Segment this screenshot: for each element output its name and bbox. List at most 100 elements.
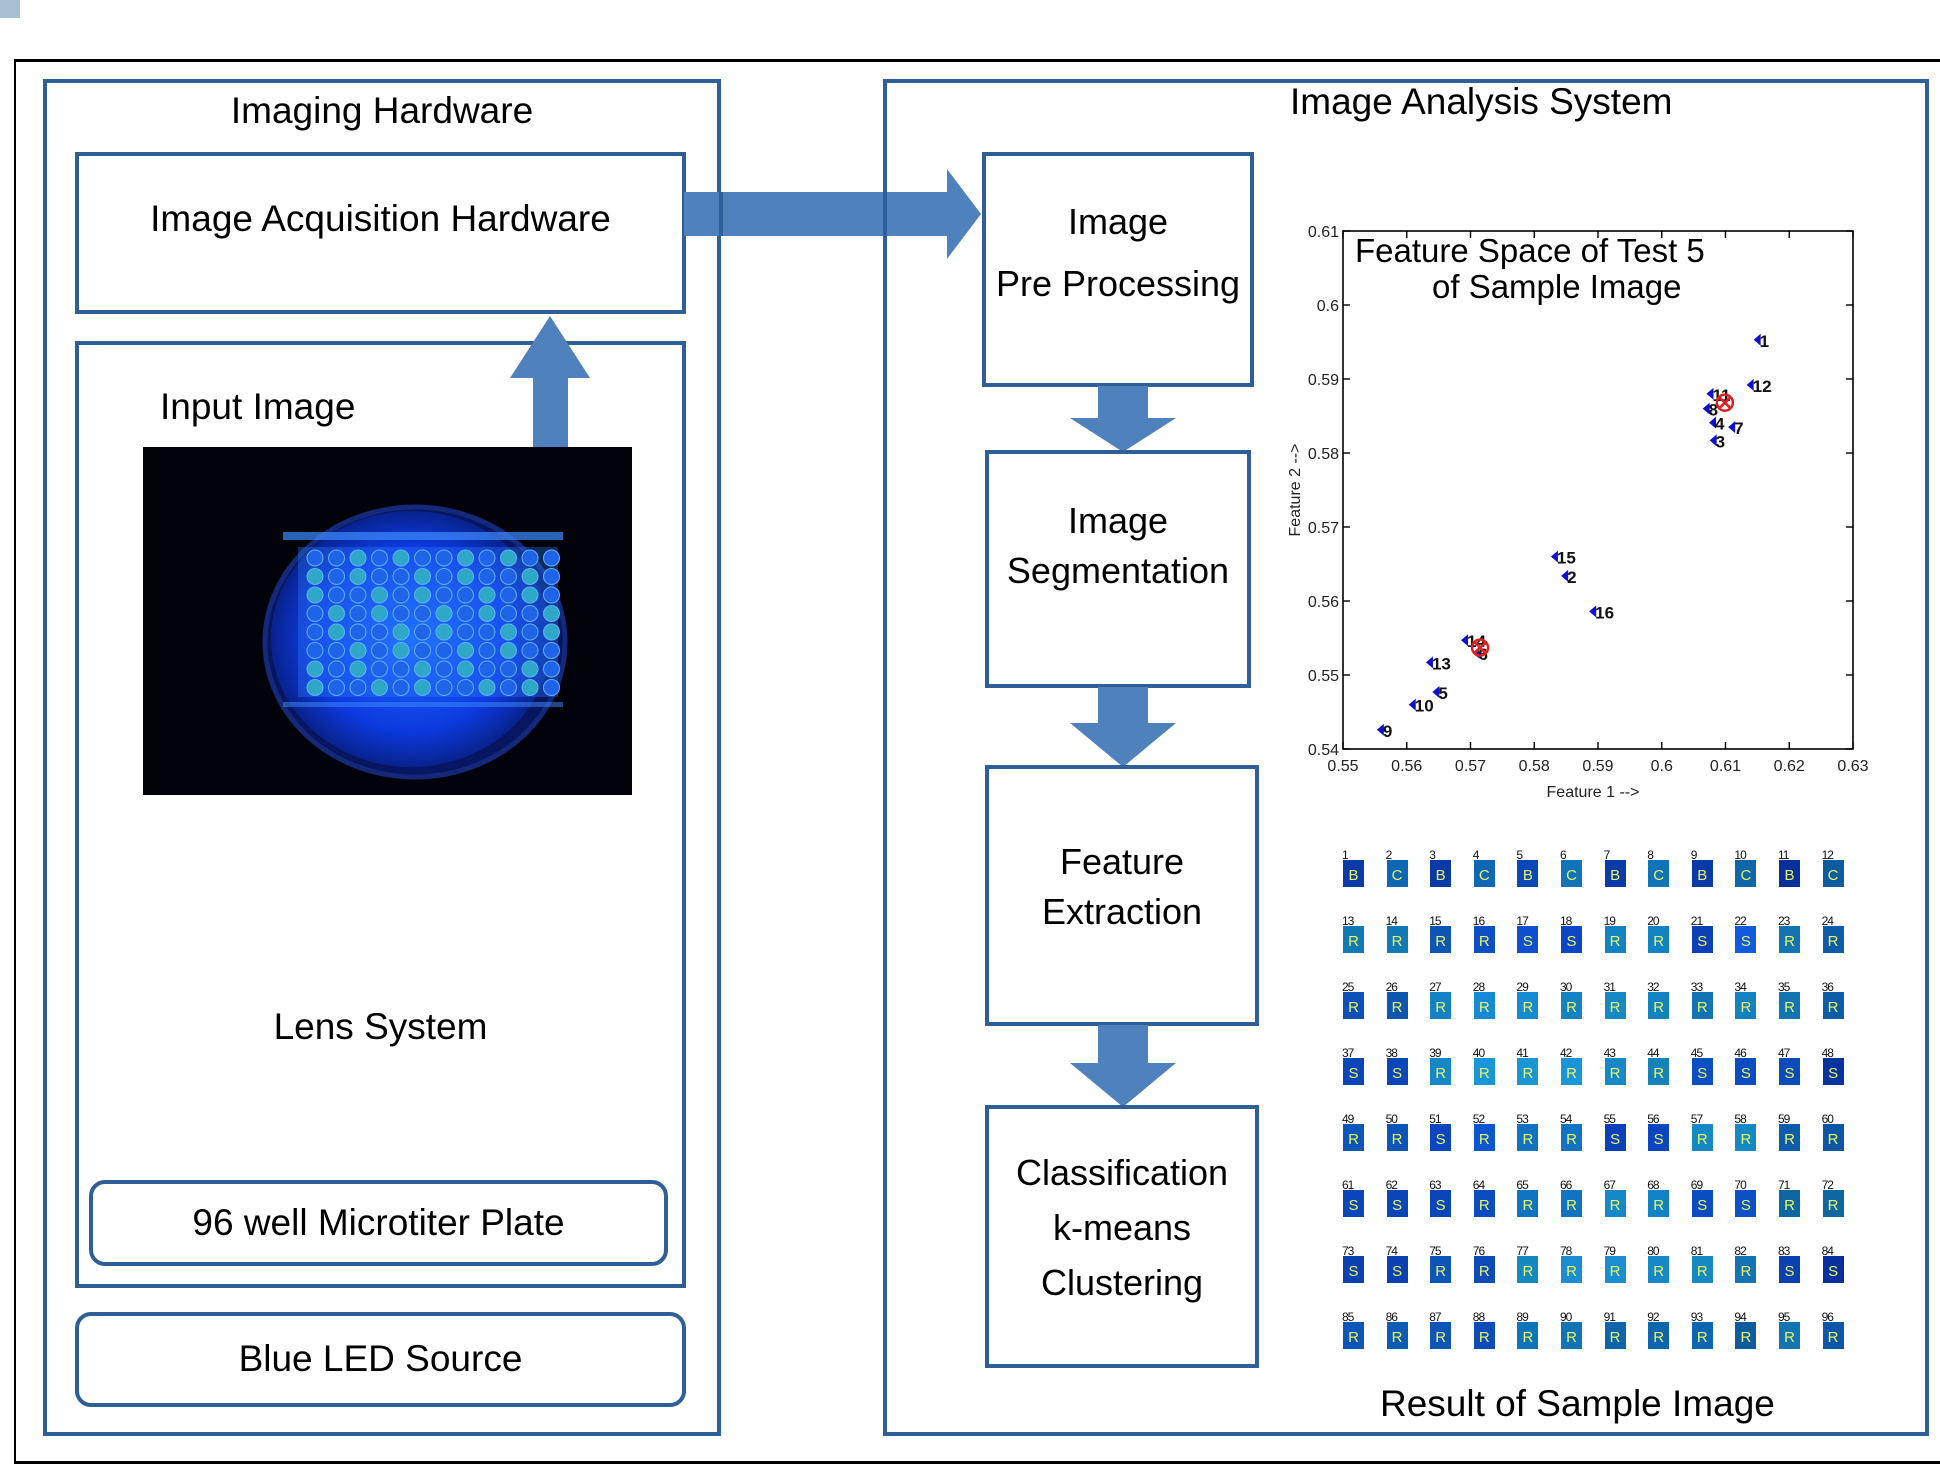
well-result <box>1779 926 1800 953</box>
well-class-label: B <box>1348 867 1359 884</box>
well-number: 19 <box>1603 914 1616 928</box>
data-point-marker <box>1432 686 1440 699</box>
well-result <box>1473 926 1495 953</box>
input-lens-box <box>75 341 686 1288</box>
well-result <box>1430 1124 1452 1151</box>
well-class-label: S <box>1348 1065 1359 1082</box>
well-class-label: R <box>1696 1329 1708 1346</box>
photo-well <box>521 642 539 659</box>
data-point-marker <box>1425 656 1433 669</box>
well-class-label: R <box>1391 1131 1403 1148</box>
well-result <box>1473 992 1495 1019</box>
well-result <box>1735 1256 1757 1283</box>
well-number: 79 <box>1603 1244 1616 1258</box>
flow-step-preprocessing-line1: Image <box>1067 201 1169 242</box>
up-arrow-icon <box>510 316 590 447</box>
data-point-label: 7 <box>1734 419 1743 438</box>
well-number: 89 <box>1516 1310 1528 1324</box>
well-number: 34 <box>1734 980 1746 994</box>
centroid-circle <box>1715 393 1735 412</box>
y-tick-label: 0.59 <box>1308 372 1339 389</box>
well-class-label: S <box>1348 1263 1359 1280</box>
well-number: 56 <box>1647 1112 1659 1126</box>
imaging-hardware-panel <box>43 79 721 1436</box>
photo-well <box>371 623 388 641</box>
photo-well <box>521 679 539 696</box>
well-number: 72 <box>1821 1178 1834 1192</box>
data-point-marker <box>1408 698 1416 711</box>
photo-well <box>392 679 410 696</box>
well-number: 22 <box>1734 914 1746 928</box>
photo-well <box>435 605 453 622</box>
well-number: 40 <box>1472 1046 1485 1060</box>
well-result <box>1648 1322 1670 1349</box>
data-point-label: 15 <box>1557 549 1576 568</box>
well-class-label: R <box>1609 1329 1621 1346</box>
well-result <box>1430 860 1452 887</box>
image-analysis-title: Image Analysis System <box>1290 81 1673 122</box>
data-point-label: 13 <box>1432 654 1451 673</box>
well-number: 62 <box>1385 1178 1398 1192</box>
well-number: 73 <box>1342 1244 1354 1258</box>
well-class-label: R <box>1653 933 1665 950</box>
well-number: 37 <box>1342 1046 1354 1060</box>
photo-well <box>500 549 517 567</box>
photo-well <box>435 568 453 585</box>
well-number: 18 <box>1560 914 1572 928</box>
well-class-label: R <box>1609 1197 1621 1214</box>
well-number: 48 <box>1821 1046 1834 1060</box>
well-number: 81 <box>1690 1244 1703 1258</box>
well-result <box>1386 1322 1408 1349</box>
photo-well <box>306 568 324 585</box>
data-point-marker <box>1753 333 1761 346</box>
well-result <box>1517 926 1539 953</box>
well-number: 12 <box>1821 848 1834 862</box>
image-acquisition-hardware-label: Image Acquisition Hardware <box>150 198 611 239</box>
photo-well <box>328 623 345 641</box>
y-tick-label: 0.56 <box>1308 594 1339 611</box>
x-tick-label: 0.55 <box>1327 758 1358 775</box>
well-result <box>1473 1124 1495 1151</box>
well-result <box>1735 926 1757 953</box>
well-number: 45 <box>1690 1046 1703 1060</box>
photo-well <box>478 623 496 641</box>
well-result <box>1473 1322 1495 1349</box>
well-number: 82 <box>1734 1244 1746 1258</box>
well-class-label: S <box>1392 1197 1403 1214</box>
photo-well <box>392 605 410 622</box>
x-tick-label: 0.59 <box>1582 758 1613 775</box>
well-result <box>1343 1256 1364 1283</box>
cluster-centroid-marker <box>1470 638 1490 657</box>
well-result <box>1822 860 1844 887</box>
x-tick-label: 0.58 <box>1519 758 1550 775</box>
well-number: 30 <box>1560 980 1572 994</box>
well-number: 41 <box>1516 1046 1528 1060</box>
microtiter-plate-box: 96 well Microtiter Plate <box>89 1180 668 1266</box>
flow-step-segmentation-line1: Image <box>1067 500 1169 541</box>
well-number: 9 <box>1690 848 1698 862</box>
well-result <box>1561 860 1582 887</box>
photo-well <box>371 642 388 659</box>
photo-well <box>328 679 345 696</box>
well-result <box>1604 1322 1626 1349</box>
well-number: 14 <box>1385 914 1398 928</box>
well-number: 33 <box>1690 980 1703 994</box>
well-result <box>1604 926 1626 953</box>
well-number: 87 <box>1429 1310 1441 1324</box>
photo-well <box>457 660 474 678</box>
well-result <box>1604 1124 1626 1151</box>
well-result <box>1691 1256 1713 1283</box>
well-result <box>1386 992 1408 1019</box>
imaging-hardware-title: Imaging Hardware <box>230 90 534 131</box>
well-class-label: R <box>1522 1263 1534 1280</box>
well-class-label: R <box>1740 999 1752 1016</box>
well-result <box>1779 992 1800 1019</box>
well-class-label: S <box>1828 1065 1839 1082</box>
photo-well <box>349 623 367 641</box>
data-point-marker <box>1702 402 1710 415</box>
photo-well <box>349 679 367 696</box>
well-result <box>1604 1256 1626 1283</box>
well-number: 1 <box>1342 848 1349 862</box>
well-result <box>1779 1058 1800 1085</box>
photo-well <box>414 568 431 585</box>
